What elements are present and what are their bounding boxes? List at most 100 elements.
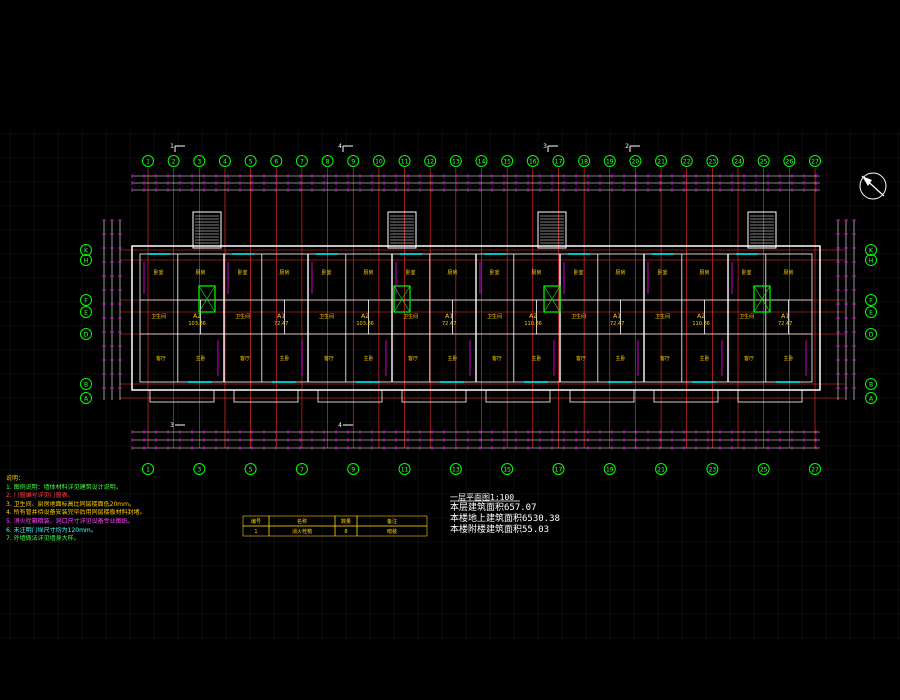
unit-area-label: 103.86	[356, 321, 374, 327]
room-label: 主卧	[699, 355, 709, 362]
axis-bubble-label: 9	[351, 159, 355, 166]
note-line: 2. 门窗编号详见门窗表。	[6, 492, 74, 500]
axis-bubble	[706, 155, 719, 167]
axis-bubble-label: 13	[452, 467, 460, 474]
room-label: 卧室	[321, 269, 331, 276]
unit-type-label: A2	[529, 313, 537, 320]
axis-bubble	[603, 463, 616, 475]
elevator-shaft	[198, 285, 216, 313]
room-label: 卫生间	[739, 313, 754, 320]
room-label: 主卧	[195, 355, 205, 362]
axis-bubble	[655, 155, 668, 167]
note-line: 7. 外墙做法详见墙身大样。	[6, 535, 80, 543]
room-label: 卧室	[405, 269, 415, 276]
axis-bubble	[809, 463, 821, 475]
room-label: 厨房	[447, 269, 457, 276]
axis-bubble-label: 4	[223, 159, 227, 166]
room-label: 主卧	[447, 355, 457, 362]
room-label: 卧室	[237, 269, 247, 276]
axis-bubble	[783, 155, 796, 167]
room-label: 卧室	[573, 269, 583, 276]
stair-core	[192, 211, 222, 249]
building-outer-wall	[131, 245, 821, 391]
unit-type-label: A2	[193, 313, 201, 320]
axis-bubble-label: 13	[452, 159, 460, 166]
axis-bubble	[80, 244, 92, 256]
section-mark-label: 4	[338, 143, 342, 150]
axis-bubble	[80, 392, 92, 404]
axis-bubble	[552, 463, 565, 475]
stair-core	[537, 211, 567, 249]
axis-bubble	[347, 463, 360, 475]
section-mark-label: 3	[543, 143, 547, 150]
axis-bubble	[449, 155, 462, 167]
axis-bubble	[865, 244, 877, 256]
note-line: 4. 所有管井待设备安装完毕后用同层楼板材料封堵。	[6, 509, 146, 517]
balcony	[569, 389, 635, 403]
axis-bubble-label: B	[869, 382, 873, 389]
axis-bubble	[142, 155, 154, 167]
room-label: 卫生间	[403, 313, 418, 320]
table-cell	[356, 525, 428, 537]
room-label: 卧室	[153, 269, 163, 276]
axis-bubble	[629, 155, 642, 167]
axis-bubble	[757, 463, 770, 475]
axis-bubble	[193, 463, 206, 475]
annex-area: 本楼附楼建筑面积55.03	[450, 525, 550, 535]
axis-bubble-label: 1	[146, 159, 150, 166]
note-line: 6. 未注明门垛尺寸均为120mm。	[6, 526, 97, 534]
axis-bubble-label: 17	[555, 467, 563, 474]
axis-bubble-label: 14	[478, 159, 486, 166]
axis-bubble-label: 25	[760, 467, 768, 474]
axis-bubble	[475, 155, 488, 167]
room-label: 厨房	[363, 269, 373, 276]
axis-bubble-label: 24	[734, 159, 742, 166]
axis-bubble-label: 3	[197, 159, 201, 166]
room-label: 客厅	[156, 355, 166, 362]
axis-bubble-label: 17	[555, 159, 563, 166]
unit-area-label: 72.47	[778, 321, 792, 327]
unit-type-label: A1	[781, 313, 789, 320]
room-label: 厨房	[615, 269, 625, 276]
axis-bubble	[578, 155, 591, 167]
axis-bubble	[865, 254, 877, 266]
room-label: 主卧	[279, 355, 289, 362]
axis-bubble-label: 19	[606, 159, 614, 166]
axis-bubble-label: 8	[326, 159, 330, 166]
axis-bubble	[321, 155, 334, 167]
elevator-cross	[543, 285, 561, 313]
elevator-shaft	[543, 285, 561, 313]
axis-bubble-label: D	[869, 332, 874, 339]
table-header: 名称	[297, 518, 307, 525]
room-label: 客厅	[492, 355, 502, 362]
note-line: 3. 卫生间、厨房地面标高比同层楼面低20mm。	[6, 500, 135, 508]
axis-bubble	[244, 463, 257, 475]
axis-bubble-label: 16	[529, 159, 537, 166]
stair-core	[747, 211, 777, 249]
elevator-cross	[753, 285, 771, 313]
axis-bubble-label: 5	[249, 467, 253, 474]
north-arrow-head	[862, 176, 872, 186]
axis-bubble	[424, 155, 437, 167]
axis-bubble-label: 21	[657, 467, 665, 474]
table-cell-text: 8	[344, 529, 347, 535]
axis-bubble-label: 23	[709, 467, 717, 474]
axis-bubble	[193, 155, 206, 167]
axis-bubble	[244, 155, 257, 167]
unit-area-label: 110.86	[692, 321, 710, 327]
axis-bubble	[552, 155, 565, 167]
elevator-shaft	[393, 285, 411, 313]
axis-bubble-label: 9	[351, 467, 355, 474]
section-mark-label: 4	[338, 422, 342, 429]
section-mark-label: 2	[625, 143, 629, 150]
section-mark-label: 3	[170, 422, 174, 429]
axis-bubble-label: 11	[401, 159, 409, 166]
axis-bubble-label: 6	[274, 159, 278, 166]
axis-bubble-label: 7	[300, 467, 304, 474]
axis-bubble-label: A	[84, 396, 89, 403]
unit-type-label: A2	[361, 313, 369, 320]
table-header: 编号	[251, 518, 261, 525]
axis-bubble-label: D	[84, 332, 89, 339]
